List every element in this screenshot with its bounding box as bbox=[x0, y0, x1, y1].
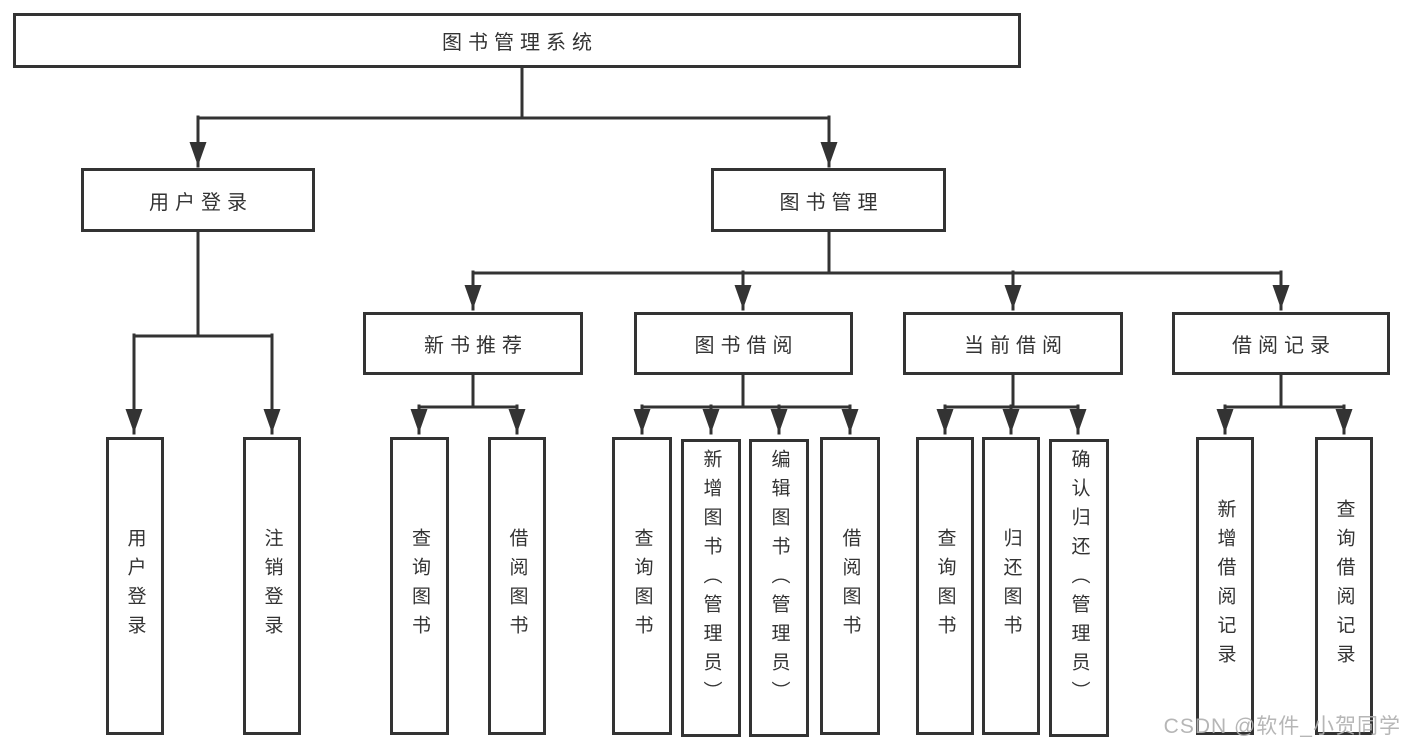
leaf-query-books-recommend-label: 查询图书 bbox=[409, 528, 430, 644]
leaf-add-book-admin: 新增图书（管理员） bbox=[681, 439, 741, 737]
leaf-add-book-admin-label: 新增图书（管理员） bbox=[700, 449, 722, 710]
node-user-login: 用户登录 bbox=[81, 168, 315, 232]
leaf-add-borrow-record: 新增借阅记录 bbox=[1196, 437, 1254, 735]
node-new-book-recommend: 新书推荐 bbox=[363, 312, 583, 375]
leaf-borrow-books-label: 借阅图书 bbox=[839, 528, 861, 644]
leaf-user-login-label: 用户登录 bbox=[124, 528, 146, 644]
leaf-add-borrow-record-label: 新增借阅记录 bbox=[1214, 499, 1236, 673]
leaf-user-login: 用户登录 bbox=[106, 437, 164, 735]
watermark: CSDN @软件_小贺同学 bbox=[1163, 715, 1401, 738]
leaf-query-books-current-label: 查询图书 bbox=[934, 528, 956, 644]
node-current-borrow: 当前借阅 bbox=[903, 312, 1123, 375]
leaf-edit-book-admin: 编辑图书（管理员） bbox=[749, 439, 809, 737]
leaf-confirm-return-admin: 确认归还（管理员） bbox=[1049, 439, 1109, 737]
leaf-query-books-borrow: 查询图书 bbox=[612, 437, 672, 735]
node-library-system: 图书管理系统 bbox=[13, 13, 1021, 68]
leaf-borrow-books-recommend: 借阅图书 bbox=[488, 437, 546, 735]
node-borrow-records: 借阅记录 bbox=[1172, 312, 1390, 375]
leaf-edit-book-admin-label: 编辑图书（管理员） bbox=[768, 449, 790, 710]
leaf-logout-login-label: 注销登录 bbox=[261, 528, 283, 644]
leaf-query-books-recommend: 查询图书 bbox=[390, 437, 449, 735]
node-book-management: 图书管理 bbox=[711, 168, 946, 232]
leaf-confirm-return-admin-label: 确认归还（管理员） bbox=[1068, 449, 1090, 710]
leaf-query-borrow-record: 查询借阅记录 bbox=[1315, 437, 1373, 735]
leaf-query-books-borrow-label: 查询图书 bbox=[631, 528, 653, 644]
leaf-return-book-label: 归还图书 bbox=[1000, 528, 1022, 644]
node-book-borrow: 图书借阅 bbox=[634, 312, 853, 375]
leaf-query-books-current: 查询图书 bbox=[916, 437, 974, 735]
leaf-borrow-books-recommend-label: 借阅图书 bbox=[506, 528, 528, 644]
leaf-return-book: 归还图书 bbox=[982, 437, 1040, 735]
leaf-borrow-books: 借阅图书 bbox=[820, 437, 880, 735]
leaf-query-borrow-record-label: 查询借阅记录 bbox=[1333, 499, 1355, 673]
leaf-logout-login: 注销登录 bbox=[243, 437, 301, 735]
